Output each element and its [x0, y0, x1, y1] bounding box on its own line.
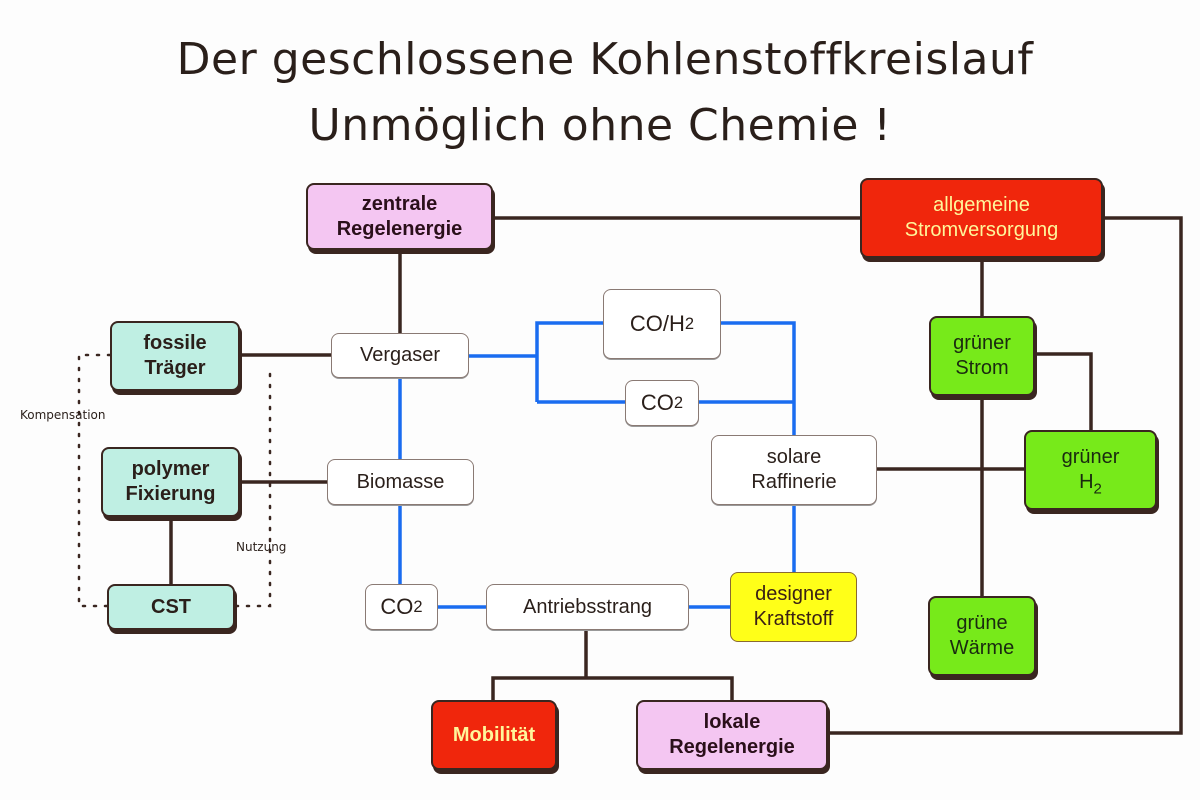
co2-upper-base: CO: [640, 390, 674, 416]
zentrale-line2: Regelenergie: [336, 217, 463, 240]
line-strom-h2: [1034, 352, 1093, 430]
polymer-line2: Fixierung: [125, 483, 216, 505]
polymer-line1: polymer: [131, 458, 210, 480]
gruene-waerme-line1: grüne: [956, 612, 1008, 634]
vergaser-label: Vergaser: [359, 344, 441, 366]
gruener-strom-line2: Strom: [955, 357, 1009, 379]
line-coh2-raffinerie: [721, 321, 796, 436]
gruener-strom-line1: grüner: [953, 332, 1011, 354]
gruener-h2-base: H: [1079, 471, 1094, 493]
allgemeine-line1: allgemeine: [933, 194, 1030, 216]
cst-label: CST: [151, 595, 191, 618]
line-branch-mobilitaet-lokale: [491, 676, 734, 700]
co-h2-base: CO/H: [629, 311, 685, 337]
node-designer-kraftstoff: designer Kraftstoff: [730, 572, 857, 642]
node-vergaser: Vergaser: [331, 333, 469, 378]
node-gruene-waerme: grüne Wärme: [928, 596, 1036, 676]
node-fossile-traeger: fossile Träger: [110, 321, 240, 391]
dotted-nutzung: [234, 364, 272, 608]
gruener-h2-line1: grüner: [1061, 446, 1120, 468]
line-split-coh2: [535, 321, 604, 402]
annotation-kompensation: Kompensation: [20, 408, 106, 422]
biomasse-label: Biomasse: [356, 470, 445, 493]
allgemeine-line2: Stromversorgung: [904, 219, 1059, 241]
node-zentrale-regelenergie: zentrale Regelenergie: [306, 183, 493, 250]
node-solare-raffinerie: solare Raffinerie: [711, 435, 877, 505]
line-allgemeine-frame: [828, 216, 1183, 735]
designer-line2: Kraftstoff: [753, 608, 834, 630]
annotation-nutzung: Nutzung: [236, 540, 287, 554]
gruener-h2-line2: H2: [1079, 470, 1102, 498]
node-gruener-h2: grüner H2: [1024, 430, 1157, 510]
title-line-1: Der geschlossene Kohlenstoffkreislauf: [176, 34, 1034, 85]
co2-lower-base: CO: [380, 594, 414, 620]
lokale-line2: Regelenergie: [669, 736, 795, 758]
fossile-line2: Träger: [144, 357, 206, 379]
title-line-2: Unmöglich ohne Chemie !: [308, 100, 892, 151]
antriebsstrang-label: Antriebsstrang: [523, 595, 652, 618]
node-polymer-fixierung: polymer Fixierung: [101, 447, 240, 517]
node-biomasse: Biomasse: [327, 459, 474, 505]
mobilitaet-label: Mobilität: [452, 723, 536, 746]
node-gruener-strom: grüner Strom: [929, 316, 1035, 396]
node-cst: CST: [107, 584, 235, 630]
node-mobilitaet: Mobilität: [431, 700, 557, 770]
zentrale-line1: zentrale: [361, 192, 438, 215]
node-antriebsstrang: Antriebsstrang: [486, 584, 689, 630]
node-lokale-regelenergie: lokale Regelenergie: [636, 700, 828, 770]
lokale-line1: lokale: [703, 711, 761, 733]
fossile-line1: fossile: [143, 332, 207, 354]
gruene-waerme-line2: Wärme: [949, 637, 1015, 659]
gruener-h2-sub: 2: [1093, 480, 1102, 498]
raffinerie-line1: solare: [766, 446, 822, 468]
dotted-kompensation: [77, 353, 112, 608]
designer-line1: designer: [755, 583, 832, 605]
node-allgemeine-stromversorgung: allgemeine Stromversorgung: [860, 178, 1103, 258]
raffinerie-line2: Raffinerie: [751, 471, 837, 493]
